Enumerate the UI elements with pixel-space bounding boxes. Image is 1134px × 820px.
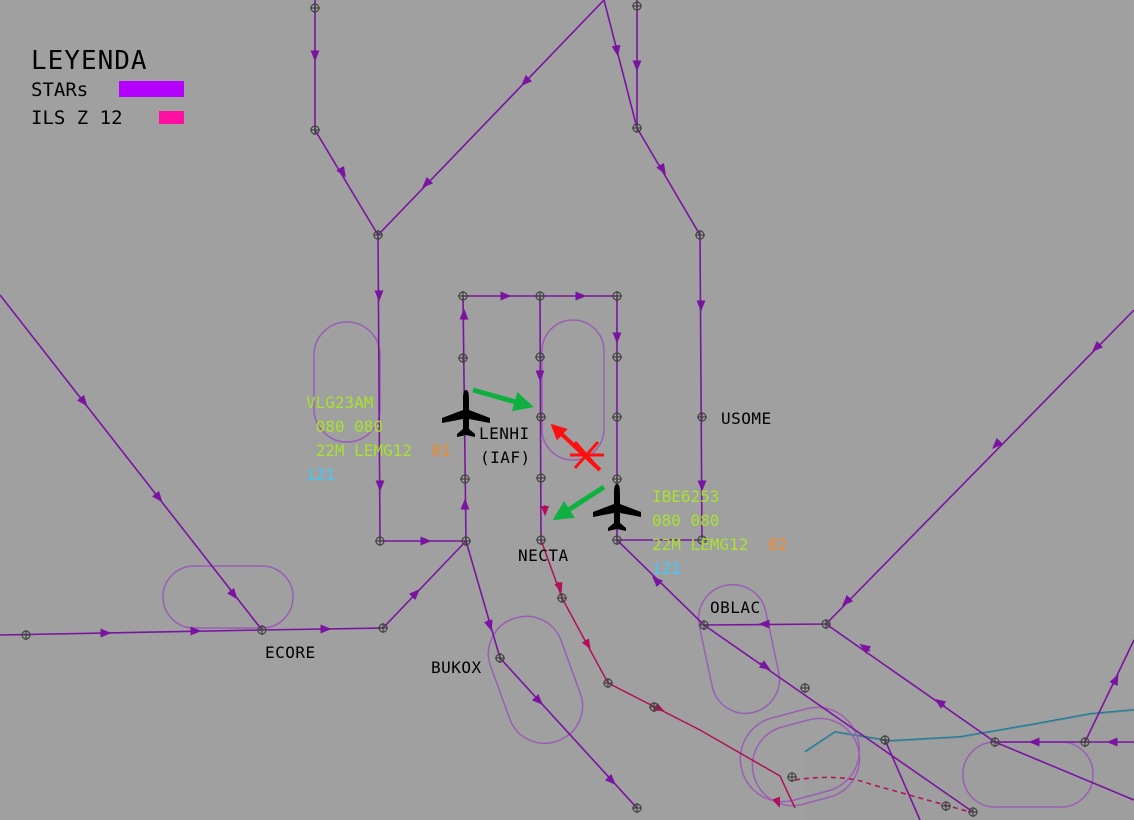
legend-label-ils: ILS Z 12 [31, 107, 123, 129]
vector-arrow-vlg [472, 387, 534, 412]
flight-tag-vlg23am[interactable]: VLG23AM 080 080 22M LEMG12 01 i21 [306, 391, 451, 487]
squawk: i21 [306, 465, 335, 484]
fix-label-lenhi-iaf: (IAF) [480, 448, 531, 467]
vector-arrow-ibe [552, 484, 606, 521]
fix-label-necta: NECTA [518, 546, 569, 565]
legend-swatch-ils [159, 111, 184, 124]
fix-label-usome: USOME [721, 409, 772, 428]
squawk: i21 [652, 559, 681, 578]
legend-swatch-stars [119, 81, 184, 97]
flight-info: 22M LEMG12 [315, 441, 412, 460]
fix-label-oblac: OBLAC [710, 598, 761, 617]
fix-label-bukox: BUKOX [431, 658, 482, 677]
legend-row-ils: ILS Z 12 [31, 104, 184, 132]
legend-title: LEYENDA [31, 46, 148, 76]
sea-area [805, 710, 1134, 820]
legend: LEYENDA STARs ILS Z 12 [31, 46, 184, 132]
fix-label-lenhi: LENHI [479, 424, 530, 443]
fix-label-ecore: ECORE [265, 643, 316, 662]
flight-info: 22M LEMG12 [652, 535, 749, 554]
sequence-number: 01 [431, 441, 451, 460]
callsign: IBE6253 [652, 487, 720, 506]
legend-label-stars: STARs [31, 79, 89, 101]
altitude: 080 080 [652, 511, 720, 530]
sequence-number: 02 [767, 535, 787, 554]
flight-tag-ibe6253[interactable]: IBE6253 080 080 22M LEMG12 02 i21 [652, 485, 787, 581]
callsign: VLG23AM [306, 393, 374, 412]
red-cross-icon [570, 441, 604, 469]
altitude: 080 080 [315, 417, 384, 436]
legend-row-stars: STARs [31, 76, 184, 104]
